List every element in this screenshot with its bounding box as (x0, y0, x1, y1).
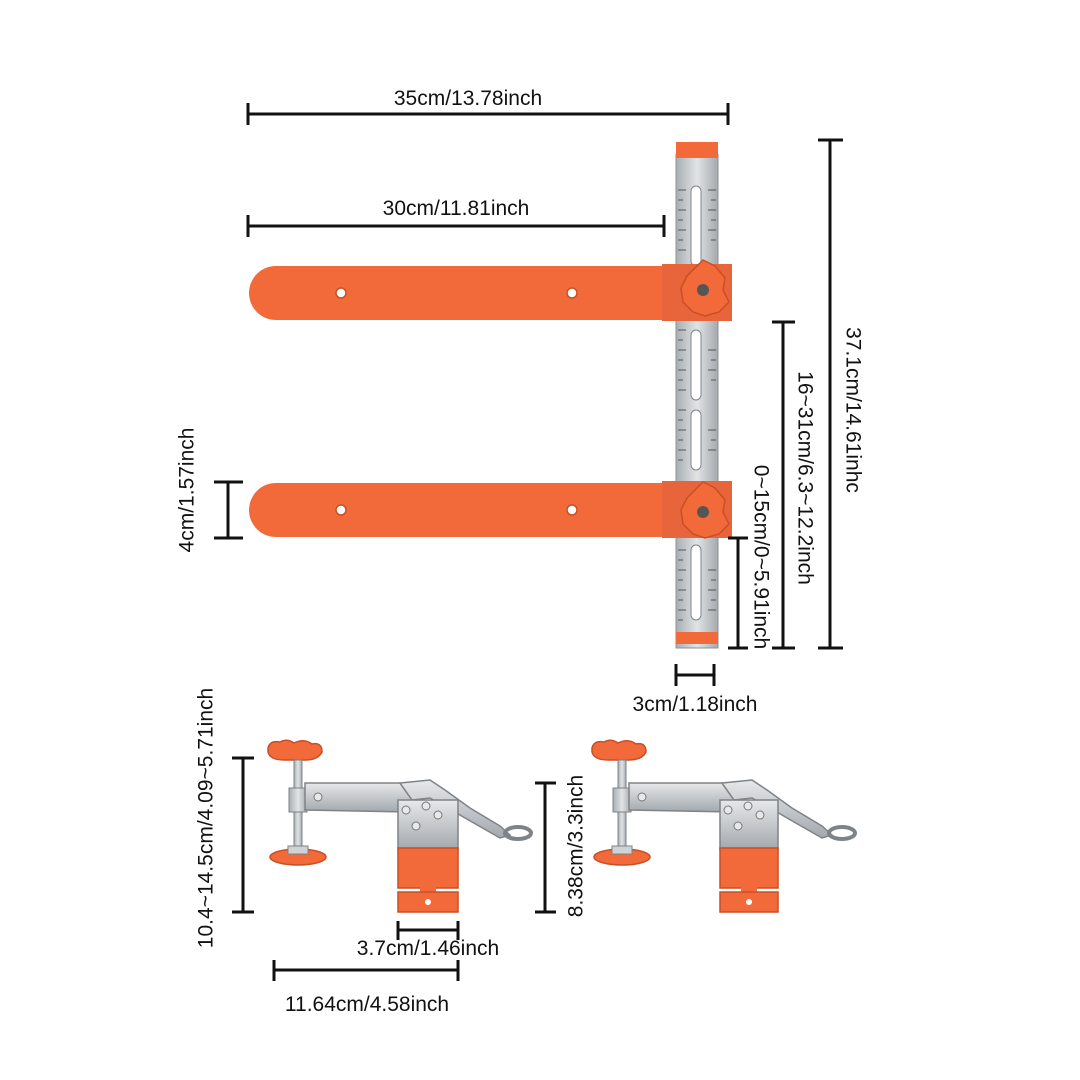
dim-line-overall-height (818, 138, 843, 650)
dim-line-lower-range (728, 536, 748, 650)
clamp-base-width-label: 3.7cm/1.46inch (356, 937, 500, 960)
upper-adjust-range-label: 16~31cm/6.3~12.2inch (793, 371, 817, 585)
ruler-icon (675, 142, 719, 649)
arm-width-label: 4cm/1.57inch (175, 427, 199, 553)
toggle-clamp-icon (267, 739, 533, 913)
dim-line-arm-length (246, 215, 666, 237)
dim-line-clamp-length (272, 960, 460, 981)
lower-adjust-range-label: 0~15cm/0~5.91inch (749, 464, 773, 650)
knob-icon (680, 481, 730, 539)
clamp-height-label: 10.4~14.5cm/4.09~5.71inch (194, 687, 218, 949)
dim-line-ruler-width (674, 664, 716, 686)
clamp-length-label: 11.64cm/4.58inch (284, 993, 450, 1016)
toggle-clamp-icon (591, 739, 857, 913)
lower-arm (249, 481, 732, 538)
upper-arm (249, 264, 732, 321)
dim-line-overall-width (246, 103, 730, 125)
dim-line-upper-range (772, 320, 795, 650)
overall-height-label: 37.1cm/14.61inhc (841, 327, 865, 493)
dim-line-clamp-height (232, 756, 254, 914)
ruler-width-label: 3cm/1.18inch (632, 693, 758, 716)
arm-length-label: 30cm/11.81inch (382, 197, 530, 220)
dim-line-clamp-side-height (535, 781, 556, 914)
dim-line-arm-width (214, 480, 243, 540)
clamp-side-height-label: 8.38cm/3.3inch (564, 774, 588, 918)
knob-icon (680, 259, 730, 317)
dim-line-clamp-base-width (396, 921, 460, 940)
overall-width-label: 35cm/13.78inch (393, 87, 543, 110)
